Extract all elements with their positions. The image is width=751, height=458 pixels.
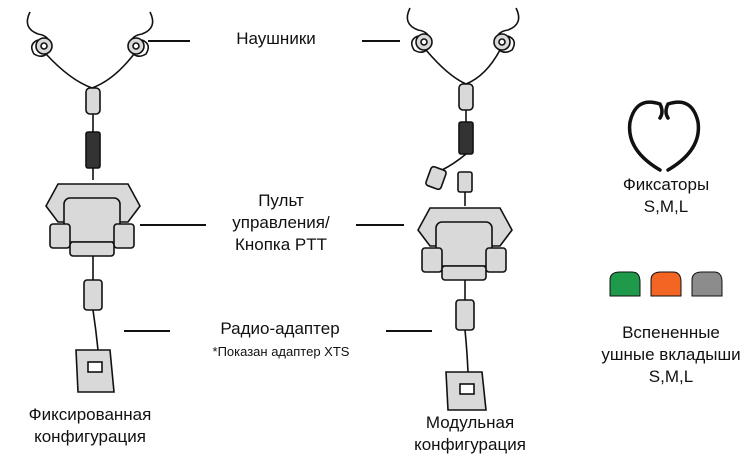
right-earbud-left — [406, 7, 433, 54]
right-adapter-label — [459, 383, 475, 395]
right-connector-lower — [455, 299, 475, 331]
foam-tips — [609, 271, 723, 297]
left-earbud-right — [127, 11, 154, 58]
label-modular-line-2: конфигурация — [414, 435, 526, 454]
label-control-line-3: Кнопка PTT — [234, 235, 328, 254]
label-fixed-line-2: конфигурация — [34, 427, 146, 446]
label-foam-line-2: ушные вкладыши — [601, 345, 741, 364]
label-headphones: Наушники — [236, 29, 316, 48]
label-fixed-line-1: Фиксированная — [28, 405, 152, 424]
left-earbud-cables — [45, 53, 135, 89]
label-adapter-note: *Показан адаптер XTS — [212, 344, 350, 359]
fixed-assembly — [26, 11, 154, 393]
label-retainers-line-1: Фиксаторы — [622, 175, 710, 194]
right-earbud-cables — [425, 49, 501, 85]
label-radio-adapter: Радио-адаптер — [220, 319, 340, 338]
foam-tip-gray — [691, 271, 723, 297]
modular-assembly — [406, 7, 520, 411]
foam-tip-green — [609, 271, 641, 297]
right-cable-2 — [441, 153, 467, 171]
foam-tip-orange — [650, 271, 682, 297]
label-modular-config: Модульная конфигурация — [380, 412, 560, 456]
left-cable-4 — [92, 309, 99, 351]
retainer-icon — [627, 100, 701, 172]
right-detach-plug — [425, 165, 447, 191]
left-connector-upper — [85, 131, 101, 169]
right-cable-5 — [464, 329, 469, 373]
label-fixed-config: Фиксированная конфигурация — [0, 404, 180, 448]
label-modular-line-1: Модульная — [425, 413, 515, 432]
right-earbud-right — [493, 7, 520, 54]
label-foam-tips: Вспененные ушные вкладыши S,M,L — [596, 322, 746, 388]
label-control-unit: Пульт управления/ Кнопка PTT — [206, 190, 356, 256]
right-connector-upper — [458, 121, 474, 155]
left-connector-lower — [83, 279, 103, 311]
left-control-unit — [45, 183, 141, 257]
left-cable-splitter — [85, 87, 101, 115]
label-retainers: Фиксаторы S,M,L — [596, 174, 736, 218]
label-foam-line-3: S,M,L — [648, 367, 694, 386]
right-cable-splitter — [458, 83, 474, 111]
right-socket — [457, 171, 473, 193]
label-retainers-line-2: S,M,L — [643, 197, 689, 216]
left-earbud-left — [26, 11, 53, 58]
left-adapter-label — [87, 361, 103, 373]
right-control-unit — [417, 207, 513, 281]
label-foam-line-1: Вспененные — [622, 323, 720, 342]
label-control-line-1: Пульт — [258, 191, 304, 210]
label-control-line-2: управления/ — [232, 213, 330, 232]
